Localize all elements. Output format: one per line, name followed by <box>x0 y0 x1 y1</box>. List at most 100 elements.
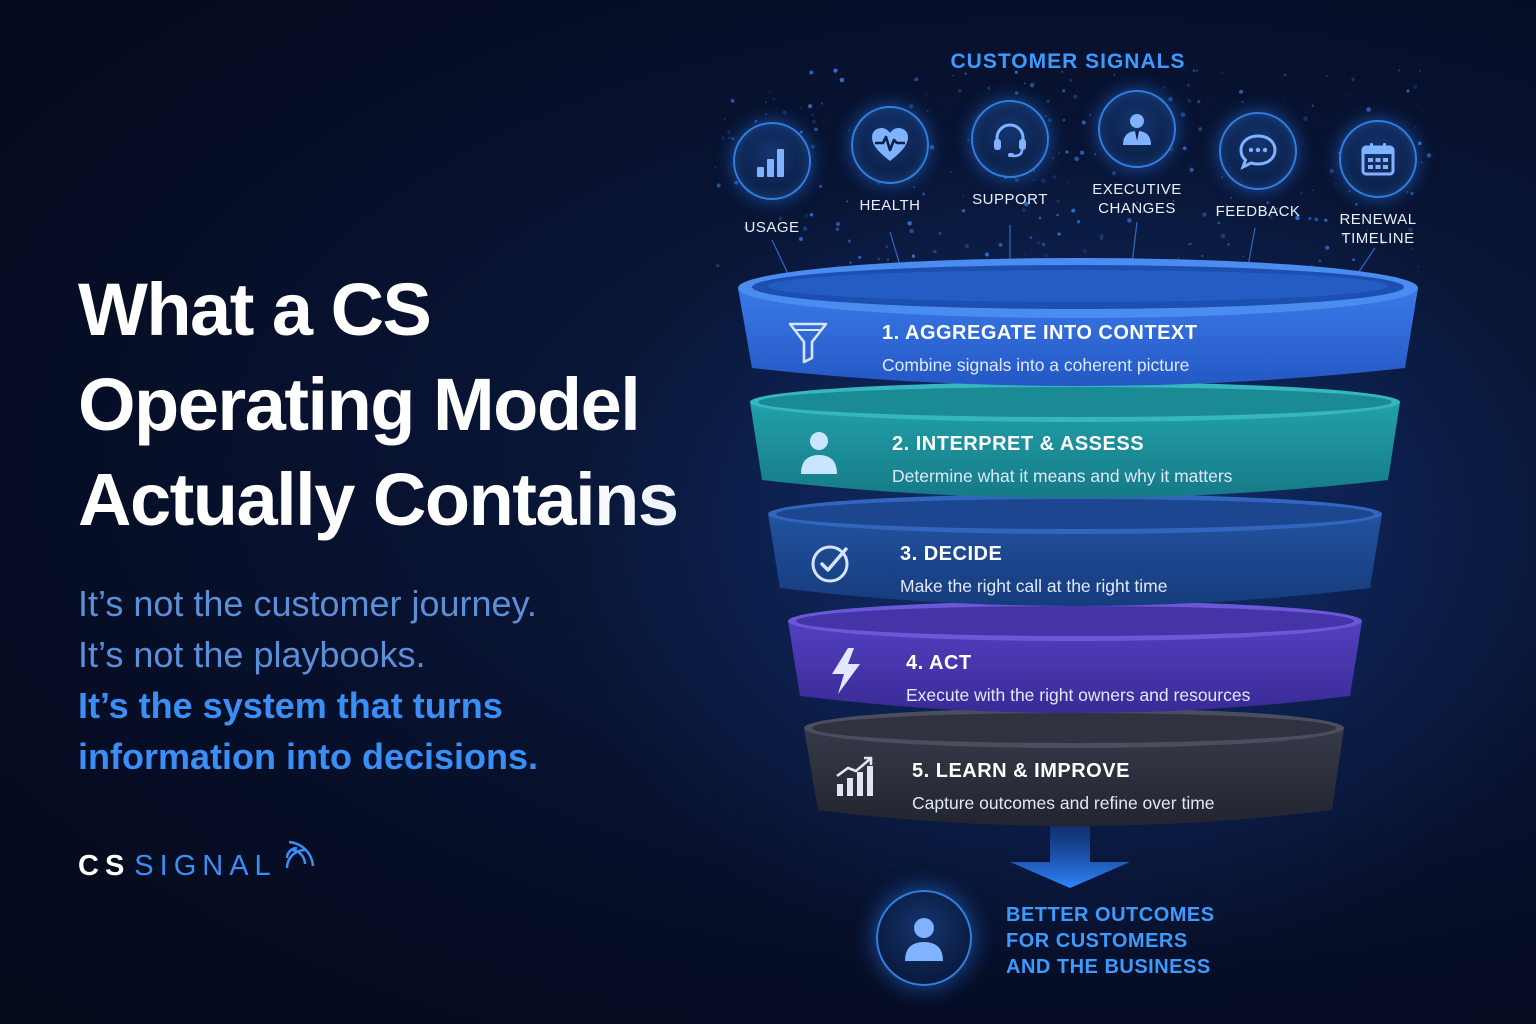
particle-dot <box>809 213 814 217</box>
particle-dot <box>1275 207 1278 210</box>
signal-renewal-timeline: RENEWAL TIMELINE <box>1308 120 1448 248</box>
particle-dot <box>1082 248 1088 254</box>
particle-dot <box>1415 104 1418 107</box>
signal-executive-label-2: CHANGES <box>1098 200 1176 217</box>
particle-dot <box>1142 209 1146 214</box>
particle-dot <box>1029 82 1035 88</box>
particle-dot <box>812 119 816 124</box>
particle-dot <box>1044 114 1047 118</box>
signal-executive-changes: EXECUTIVE CHANGES <box>1067 90 1207 218</box>
executive-person-icon <box>1123 114 1151 145</box>
signals-title: CUSTOMER SIGNALS <box>950 50 1186 73</box>
particle-dot <box>769 245 772 247</box>
particle-dot <box>1426 153 1432 158</box>
particle-dot <box>857 174 861 177</box>
signal-support-circle <box>971 100 1049 178</box>
particle-dot <box>1057 232 1061 236</box>
signal-usage-circle <box>733 122 811 200</box>
signal-health: HEALTH <box>820 106 960 215</box>
outcome-line-3: AND THE BUSINESS <box>1006 956 1211 978</box>
particle-dot <box>1180 112 1186 118</box>
particle-dot <box>1081 120 1086 125</box>
particle-dot <box>1355 203 1358 206</box>
particle-dot <box>1197 99 1201 104</box>
signal-renewal-label-2: TIMELINE <box>1341 230 1415 247</box>
particle-dot <box>1033 170 1035 173</box>
signal-health-label: HEALTH <box>859 197 921 214</box>
particle-dot <box>835 227 840 231</box>
signal-usage-label: USAGE <box>744 219 800 236</box>
stage-act: 4. ACT Execute with the right owners and… <box>906 652 1250 706</box>
subtitle-line-4: information into decisions. <box>78 736 539 777</box>
particle-dot <box>998 242 1003 247</box>
particle-dot <box>1225 204 1228 206</box>
outcome-person-icon <box>905 918 943 961</box>
particle-dot <box>1406 89 1410 93</box>
particle-dot <box>778 216 783 221</box>
particle-dot <box>1192 69 1196 73</box>
outcome-text: BETTER OUTCOMES FOR CUSTOMERS AND THE BU… <box>1006 902 1306 980</box>
particle-dot <box>1352 258 1355 261</box>
signal-executive-label-1: EXECUTIVE <box>1092 181 1182 198</box>
particle-dot <box>1227 243 1230 246</box>
particle-dot <box>1408 227 1413 232</box>
particle-dot <box>1061 71 1064 73</box>
particle-dot <box>892 220 894 222</box>
particle-dot <box>1029 236 1033 240</box>
particle-dot <box>1162 85 1166 89</box>
particle-dot <box>906 260 908 262</box>
particle-dot <box>1366 107 1371 112</box>
signal-support: SUPPORT <box>940 100 1080 209</box>
particle-dot <box>1380 240 1385 245</box>
particle-dot <box>765 101 767 104</box>
particle-dot <box>848 130 850 132</box>
particle-dot <box>1406 190 1409 193</box>
particle-dot <box>1242 255 1244 257</box>
particle-dot <box>964 72 967 75</box>
stage-1-title: 1. AGGREGATE INTO CONTEXT <box>882 322 1198 344</box>
particle-dot <box>1287 207 1289 210</box>
particle-dot <box>1062 118 1066 122</box>
stage-decide: 3. DECIDE Make the right call at the rig… <box>900 543 1167 597</box>
particle-dot <box>987 86 991 90</box>
particle-dot <box>1324 218 1328 222</box>
particle-dot <box>1414 126 1416 128</box>
logo-signal: SIGNAL <box>134 850 277 882</box>
particle-dot <box>1074 156 1079 161</box>
particle-dot <box>1318 259 1322 263</box>
particle-dot <box>1089 113 1092 116</box>
particle-dot <box>1015 91 1019 95</box>
particle-dot <box>858 255 862 260</box>
particle-dot <box>1295 215 1300 221</box>
particle-dot <box>965 244 969 249</box>
subtitle-line-2: It’s not the playbooks. <box>78 634 426 675</box>
particle-dot <box>716 183 721 188</box>
bar-chart-icon <box>757 149 784 177</box>
particle-dot <box>835 76 838 79</box>
particle-dot <box>962 195 965 197</box>
particle-dot <box>849 261 852 264</box>
particle-dot <box>1044 253 1048 258</box>
signal-waves-icon <box>285 840 315 869</box>
particle-dot <box>1189 167 1194 173</box>
headset-icon <box>994 123 1026 158</box>
stage-learn: 5. LEARN & IMPROVE Capture outcomes and … <box>912 760 1215 814</box>
particle-dot <box>1221 176 1223 178</box>
title-line-2: Operating Model <box>78 363 641 446</box>
title-line-1: What a CS <box>78 268 432 351</box>
logo-cs: CS <box>78 850 131 882</box>
particle-dot <box>952 74 954 77</box>
particle-dot <box>814 127 818 132</box>
particle-dot <box>1023 253 1026 256</box>
particle-dot <box>927 110 929 112</box>
particle-dot <box>734 180 739 185</box>
particle-dot <box>1186 83 1190 87</box>
particle-dot <box>922 192 926 196</box>
lightning-icon <box>832 648 860 694</box>
particle-dot <box>1112 171 1116 176</box>
signal-support-label: SUPPORT <box>972 191 1048 208</box>
check-circle-icon <box>811 545 849 583</box>
particle-dot <box>1299 191 1303 195</box>
particle-dot <box>1033 179 1035 181</box>
particle-dot <box>1062 89 1066 93</box>
